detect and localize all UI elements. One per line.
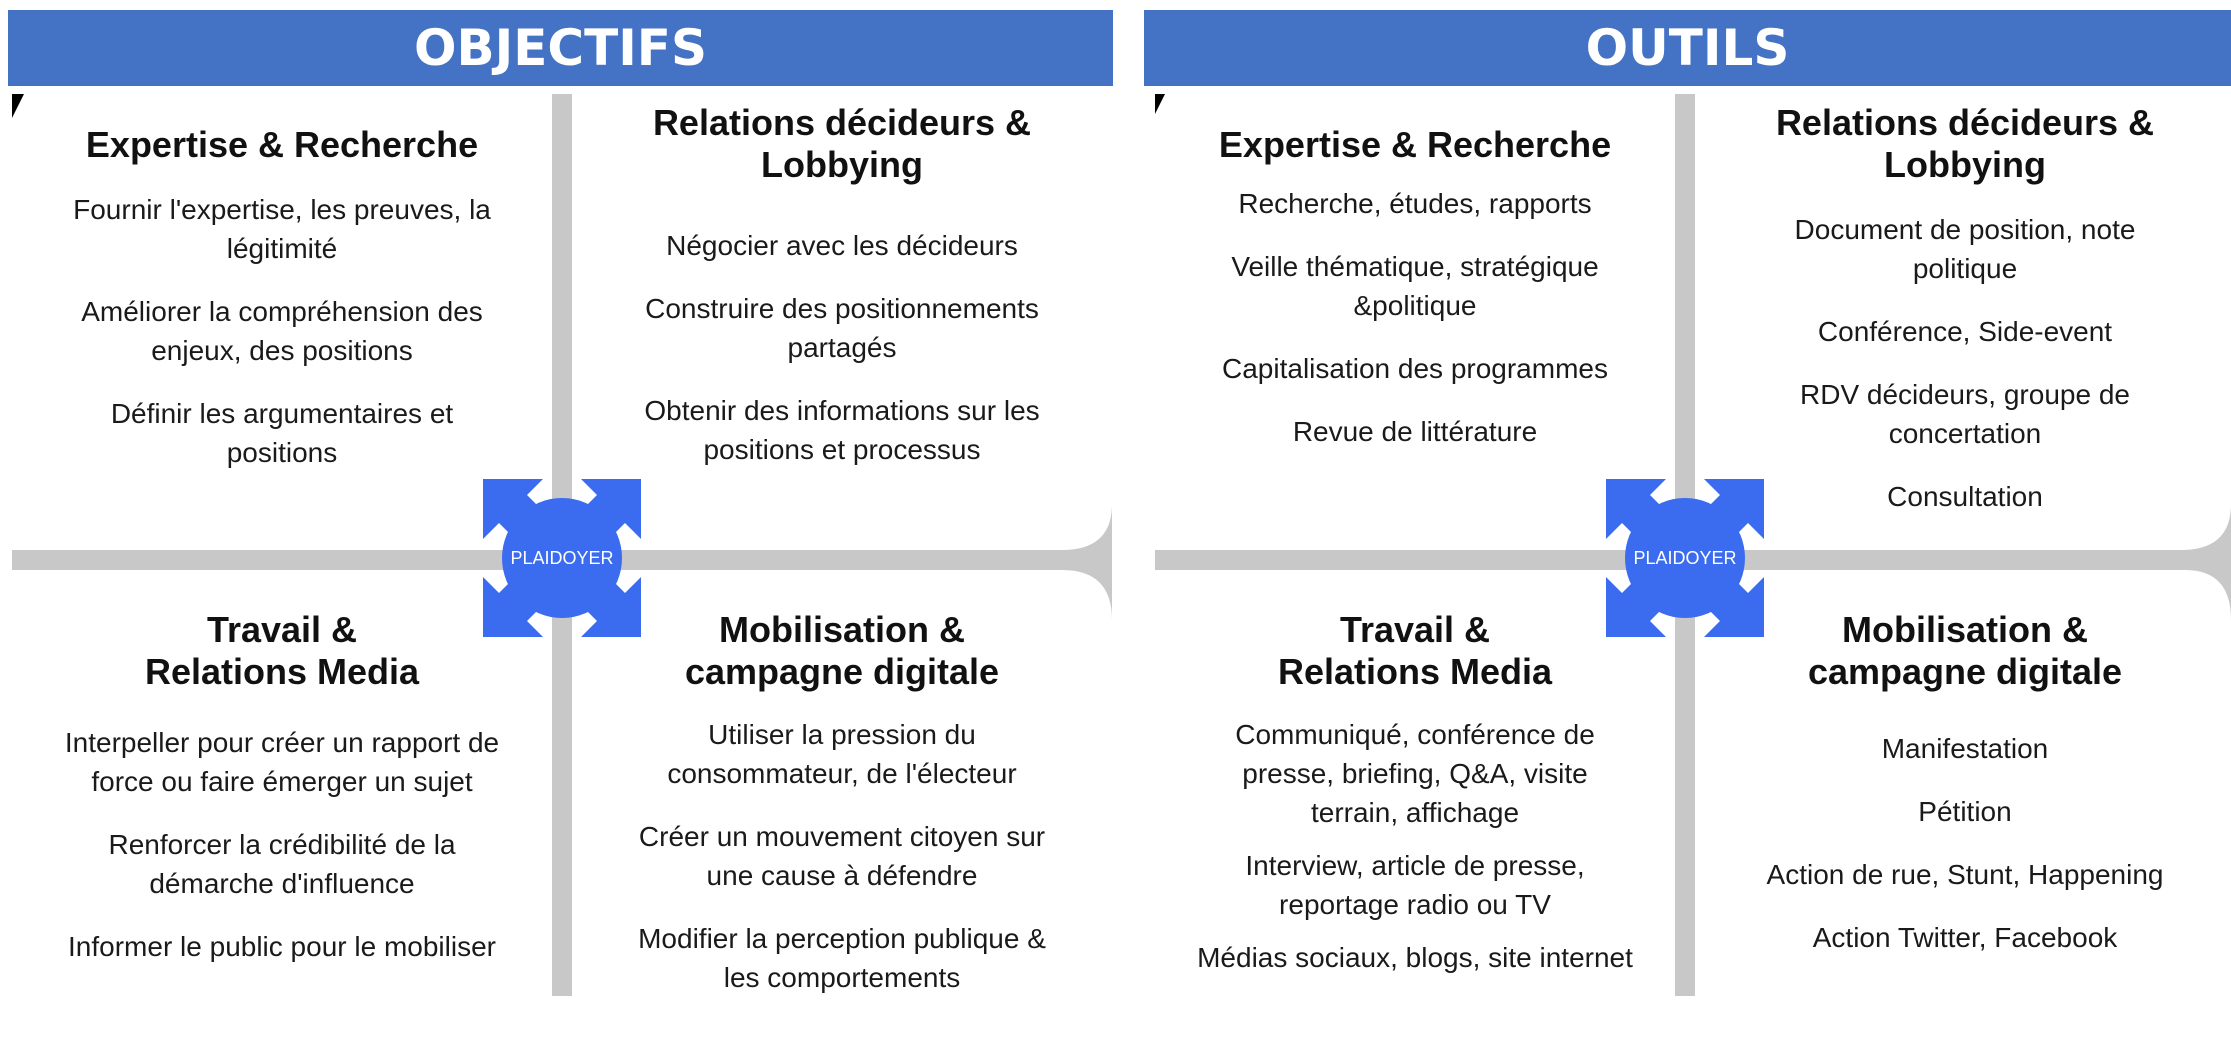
- list-item: Document de position, note politique: [1794, 214, 2136, 284]
- list-item: Construire des positionnements partagés: [645, 293, 1039, 363]
- quadrant-title: Travail & Relations Media: [144, 609, 420, 692]
- list-item: Utiliser la pression du consommateur, de…: [667, 719, 1017, 789]
- plaidoyer-label: PLAIDOYER: [1633, 547, 1737, 568]
- list-item: Médias sociaux, blogs, site internet: [1197, 942, 1633, 973]
- item-list: Interpeller pour créer un rapport de for…: [32, 723, 532, 966]
- quadrant-relations-decideurs: Relations décideurs & Lobbying Négocier …: [592, 102, 1092, 542]
- list-item: Manifestation: [1881, 733, 2049, 764]
- list-item: Créer un mouvement citoyen sur une cause…: [638, 821, 1046, 891]
- list-item: Définir les argumentaires et positions: [110, 398, 454, 468]
- objectifs-header: OBJECTIFS: [8, 10, 1113, 86]
- item-list: Document de position, note politique Con…: [1715, 210, 2215, 516]
- item-list: Manifestation Pétition Action de rue, St…: [1715, 729, 2215, 957]
- list-item: Action de rue, Stunt, Happening: [1766, 859, 2164, 890]
- item-list: Fournir l'expertise, les preuves, la lég…: [32, 190, 532, 472]
- list-item: Négocier avec les décideurs: [666, 230, 1018, 261]
- list-item: Fournir l'expertise, les preuves, la lég…: [73, 194, 491, 264]
- four-arrows-icon: [483, 479, 641, 637]
- item-list: Communiqué, conférence de presse, briefi…: [1165, 715, 1665, 977]
- quadrant-title: Mobilisation & campagne digitale: [684, 609, 1000, 692]
- quadrant-title: Mobilisation & campagne digitale: [1807, 609, 2123, 692]
- list-item: Capitalisation des programmes: [1222, 353, 1608, 384]
- list-item: Obtenir des informations sur les positio…: [644, 395, 1040, 465]
- quadrant-expertise-recherche: Expertise & Recherche Recherche, études,…: [1165, 124, 1665, 564]
- quadrant-title: Expertise & Recherche: [1218, 124, 1612, 165]
- four-arrows-icon: [1606, 479, 1764, 637]
- quadrant-title: Relations décideurs & Lobbying: [1775, 102, 2155, 185]
- item-list: Utiliser la pression du consommateur, de…: [592, 715, 1092, 997]
- list-item: Interview, article de presse, reportage …: [1245, 850, 1585, 920]
- list-item: Recherche, études, rapports: [1238, 188, 1592, 219]
- quadrant-background: [12, 94, 1112, 996]
- plaidoyer-label: PLAIDOYER: [510, 547, 614, 568]
- quadrant-travail-media: Travail & Relations Media Interpeller po…: [32, 609, 532, 1049]
- list-item: Interpeller pour créer un rapport de for…: [64, 727, 500, 797]
- list-item: Informer le public pour le mobiliser: [68, 931, 496, 962]
- item-list: Recherche, études, rapports Veille théma…: [1165, 184, 1665, 451]
- objectifs-panel: Expertise & Recherche Fournir l'expertis…: [12, 94, 1112, 996]
- list-item: Renforcer la crédibilité de la démarche …: [108, 829, 456, 899]
- quadrant-mobilisation: Mobilisation & campagne digitale Utilise…: [592, 609, 1092, 1049]
- outils-header: OUTILS: [1144, 10, 2231, 86]
- quadrant-expertise-recherche: Expertise & Recherche Fournir l'expertis…: [32, 124, 532, 564]
- list-item: RDV décideurs, groupe de concertation: [1800, 379, 2130, 449]
- list-item: Conférence, Side-event: [1817, 316, 2113, 347]
- quadrant-relations-decideurs: Relations décideurs & Lobbying Document …: [1715, 102, 2215, 542]
- list-item: Améliorer la compréhension des enjeux, d…: [81, 296, 483, 366]
- plaidoyer-hub: PLAIDOYER: [1600, 473, 1770, 643]
- list-item: Modifier la perception publique & les co…: [638, 923, 1046, 993]
- list-item: Veille thématique, stratégique &politiqu…: [1231, 251, 1599, 321]
- quadrant-title: Expertise & Recherche: [85, 124, 479, 165]
- list-item: Action Twitter, Facebook: [1812, 922, 2118, 953]
- outils-panel: Expertise & Recherche Recherche, études,…: [1155, 94, 2231, 996]
- list-item: Communiqué, conférence de presse, briefi…: [1235, 719, 1595, 828]
- list-item: Pétition: [1918, 796, 2012, 827]
- item-list: Négocier avec les décideurs Construire d…: [592, 226, 1092, 469]
- list-item: Revue de littérature: [1292, 416, 1538, 447]
- quadrant-title: Travail & Relations Media: [1277, 609, 1553, 692]
- list-item: Consultation: [1887, 481, 2043, 512]
- quadrant-background: [1155, 94, 2231, 996]
- quadrant-mobilisation: Mobilisation & campagne digitale Manifes…: [1715, 609, 2215, 1049]
- plaidoyer-hub: PLAIDOYER: [477, 473, 647, 643]
- quadrant-title: Relations décideurs & Lobbying: [652, 102, 1032, 185]
- quadrant-travail-media: Travail & Relations Media Communiqué, co…: [1165, 609, 1665, 1049]
